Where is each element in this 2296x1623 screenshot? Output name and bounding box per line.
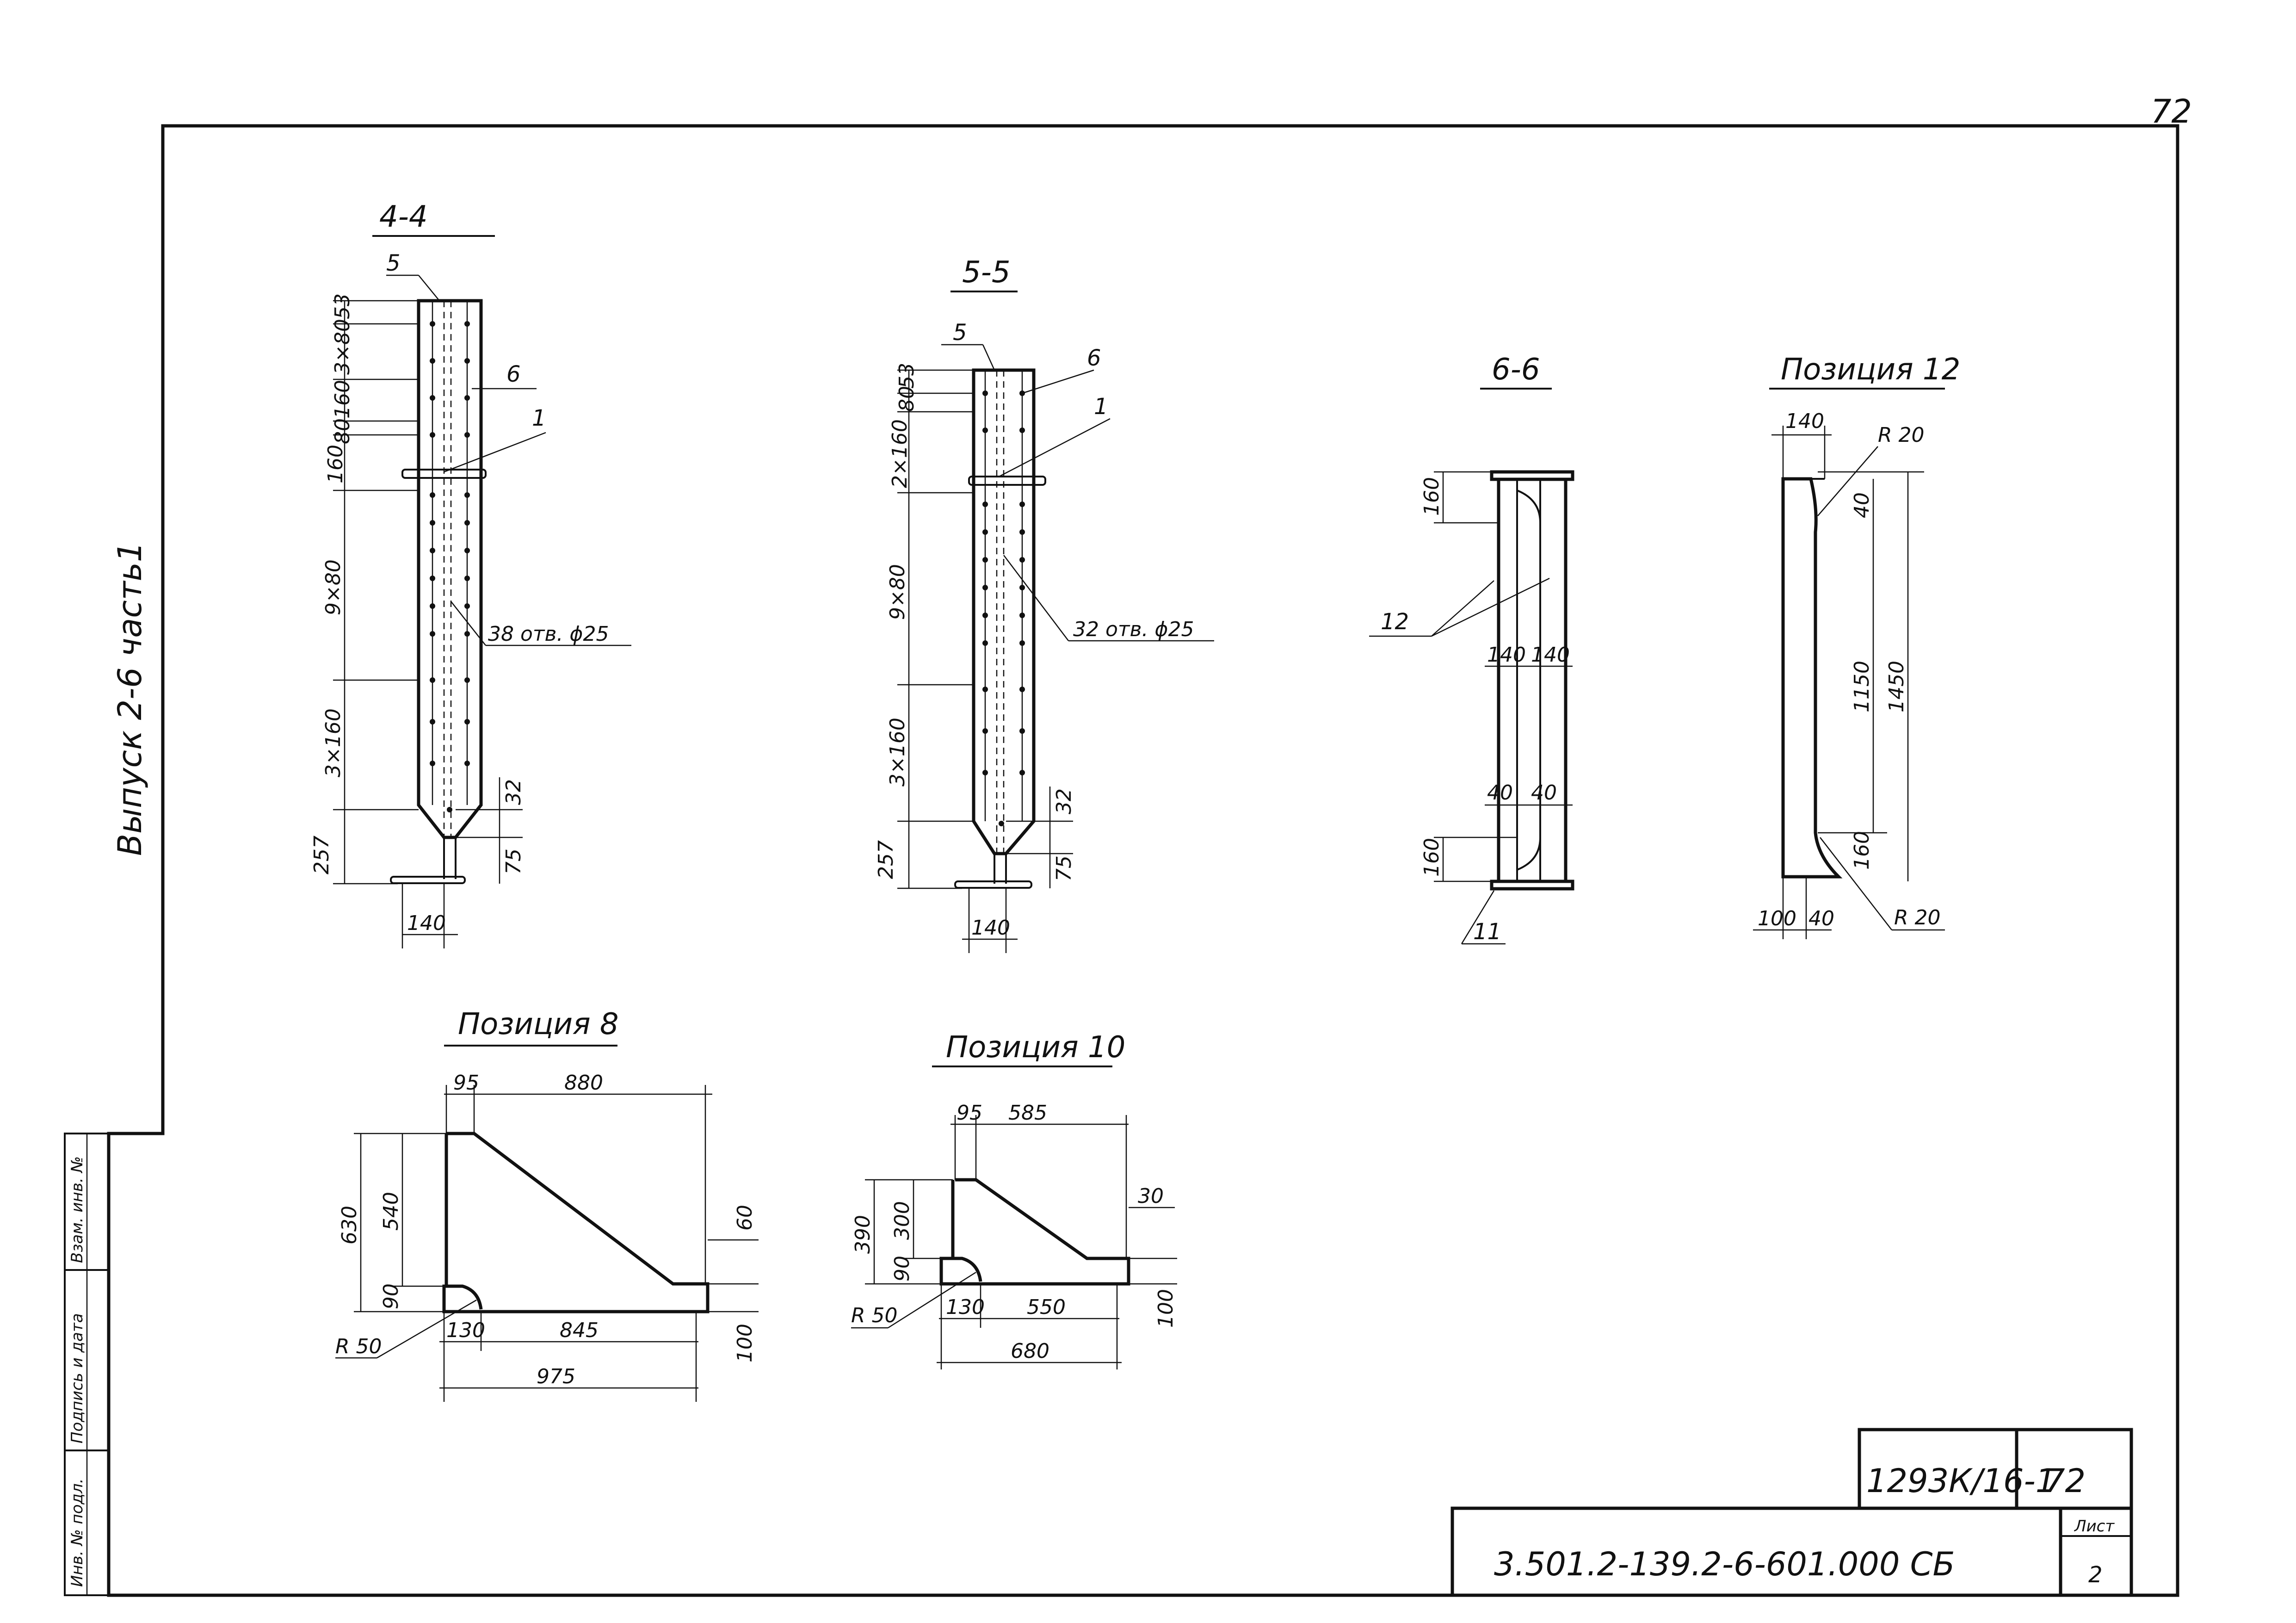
pos12-title: Позиция 12 <box>1781 353 1960 387</box>
label-4-4-5: 5 <box>386 250 401 276</box>
pos12-dim-140: 140 <box>1785 409 1824 433</box>
section-5-5: 5-5 53 8 <box>874 255 1214 953</box>
pos8-dim-880: 880 <box>564 1071 603 1095</box>
stamp-inv-podl: Инв. № подл. <box>68 1478 86 1587</box>
pos10-dim-30: 30 <box>1138 1184 1164 1208</box>
dim-5-5-257: 257 <box>874 840 898 879</box>
pos12-dim-r20-top: R 20 <box>1878 423 1925 447</box>
pos12-dim-r20-bottom: R 20 <box>1894 906 1941 929</box>
dim-5-5-75: 75 <box>1052 855 1076 881</box>
dim-4-4-140: 140 <box>407 911 446 935</box>
label-6-6-12: 12 <box>1381 609 1409 635</box>
holes-4-4: 38 отв. ϕ25 <box>488 622 609 646</box>
dim-6-6-40b: 40 <box>1531 781 1557 805</box>
dim-5-5-80: 80 <box>895 386 919 412</box>
section-4-4-holes <box>430 321 470 812</box>
label-5-5-6: 6 <box>1087 345 1101 371</box>
dim-4-4-160b: 160 <box>324 445 347 483</box>
pos10-dim-r50: R 50 <box>851 1304 898 1327</box>
pos8-dim-r50: R 50 <box>335 1335 382 1358</box>
pos10-dim-130: 130 <box>946 1295 985 1319</box>
dim-4-4-32: 32 <box>502 779 525 805</box>
section-4-4-title: 4-4 <box>379 200 428 234</box>
pos8-dim-95: 95 <box>453 1071 479 1095</box>
dim-6-6-160a: 160 <box>1420 477 1444 516</box>
dim-4-4-53: 53 <box>331 293 354 319</box>
section-6-6-title: 6-6 <box>1492 353 1540 387</box>
holes-5-5: 32 отв. ϕ25 <box>1073 618 1194 641</box>
pos8-dim-845: 845 <box>560 1319 599 1342</box>
dim-5-5-140: 140 <box>971 916 1010 940</box>
pos8-dim-130: 130 <box>446 1319 485 1342</box>
pos10-dim-390: 390 <box>851 1215 875 1254</box>
position-12: Позиция 12 140 R 20 40 1150 1450 160 100… <box>1753 353 1960 939</box>
pos10-title: Позиция 10 <box>946 1030 1125 1065</box>
page-number: 72 <box>2151 93 2192 130</box>
pos8-dim-975: 975 <box>537 1365 575 1388</box>
section-6-6: 6-6 160 140 140 40 40 160 12 11 <box>1369 353 1574 945</box>
dim-4-4-9x80: 9×80 <box>321 559 345 615</box>
album-sheet: 72 <box>2044 1462 2086 1500</box>
dim-4-4-75: 75 <box>502 849 525 874</box>
label-4-4-1: 1 <box>532 405 546 431</box>
pos10-dim-585: 585 <box>1008 1101 1047 1125</box>
dim-6-6-160b: 160 <box>1420 838 1444 877</box>
dim-6-6-40a: 40 <box>1487 781 1513 805</box>
pos10-dim-100: 100 <box>1154 1289 1178 1328</box>
pos12-dim-160: 160 <box>1850 831 1874 870</box>
label-5-5-5: 5 <box>953 320 967 346</box>
dim-4-4-3x80: 3×80 <box>331 319 354 375</box>
position-8: Позиция 8 95 880 630 540 60 90 R 50 130 … <box>335 1007 759 1402</box>
stamp-podpis: Подпись и дата <box>68 1313 86 1443</box>
side-title: Выпуск 2-6 часть1 <box>111 542 149 856</box>
label-5-5-1: 1 <box>1094 394 1108 420</box>
label-6-6-11: 11 <box>1473 919 1501 945</box>
pos8-dim-630: 630 <box>338 1206 361 1245</box>
pos12-dim-1450: 1450 <box>1885 661 1908 712</box>
dim-5-5-53: 53 <box>895 363 919 389</box>
pos8-dim-60: 60 <box>733 1205 757 1231</box>
label-4-4-6: 6 <box>506 361 521 387</box>
section-5-5-title: 5-5 <box>962 255 1011 290</box>
dim-5-5-32: 32 <box>1052 788 1076 814</box>
pos10-dim-680: 680 <box>1011 1339 1049 1363</box>
section-4-4: 4-4 <box>310 200 631 948</box>
position-10: Позиция 10 95 585 30 390 300 90 R 50 130… <box>851 1030 1178 1369</box>
pos10-dim-95: 95 <box>957 1101 982 1125</box>
stamp-vzam: Взам. инв. № <box>68 1156 86 1263</box>
dim-4-4-257: 257 <box>310 836 333 874</box>
dim-4-4-3x160: 3×160 <box>321 708 345 777</box>
pos8-dim-90: 90 <box>379 1283 403 1309</box>
pos8-dim-100: 100 <box>733 1324 757 1363</box>
dim-4-4-80: 80 <box>331 418 354 444</box>
dim-4-4-160a: 160 <box>331 380 354 419</box>
dim-5-5-9x80: 9×80 <box>886 564 909 620</box>
pos8-title: Позиция 8 <box>458 1007 619 1041</box>
section-5-5-holes <box>982 390 1025 826</box>
pos10-dim-300: 300 <box>890 1201 914 1240</box>
pos12-dim-40b: 40 <box>1808 907 1834 930</box>
pos12-dim-100: 100 <box>1758 907 1796 930</box>
pos8-dim-540: 540 <box>379 1192 403 1231</box>
sheet-label: Лист <box>2074 1517 2115 1536</box>
album-code: 1293К/16-1 <box>1866 1462 2056 1500</box>
title-block: 1293К/16-1 72 3.501.2-139.2-6-601.000 СБ… <box>1450 1428 2133 1595</box>
pos12-dim-40: 40 <box>1850 492 1874 518</box>
dim-5-5-3x160: 3×160 <box>886 718 909 787</box>
left-stamp: Инв. № подл. Подпись и дата Взам. инв. № <box>64 1133 110 1596</box>
dim-5-5-2x160: 2×160 <box>888 419 912 488</box>
pos12-dim-1150: 1150 <box>1850 661 1874 712</box>
dim-6-6-140b: 140 <box>1531 643 1570 667</box>
document-code: 3.501.2-139.2-6-601.000 СБ <box>1494 1545 1955 1583</box>
sheet-number: 2 <box>2088 1562 2103 1588</box>
dim-6-6-140a: 140 <box>1487 643 1526 667</box>
pos10-dim-550: 550 <box>1027 1295 1066 1319</box>
pos10-dim-90: 90 <box>890 1256 914 1282</box>
